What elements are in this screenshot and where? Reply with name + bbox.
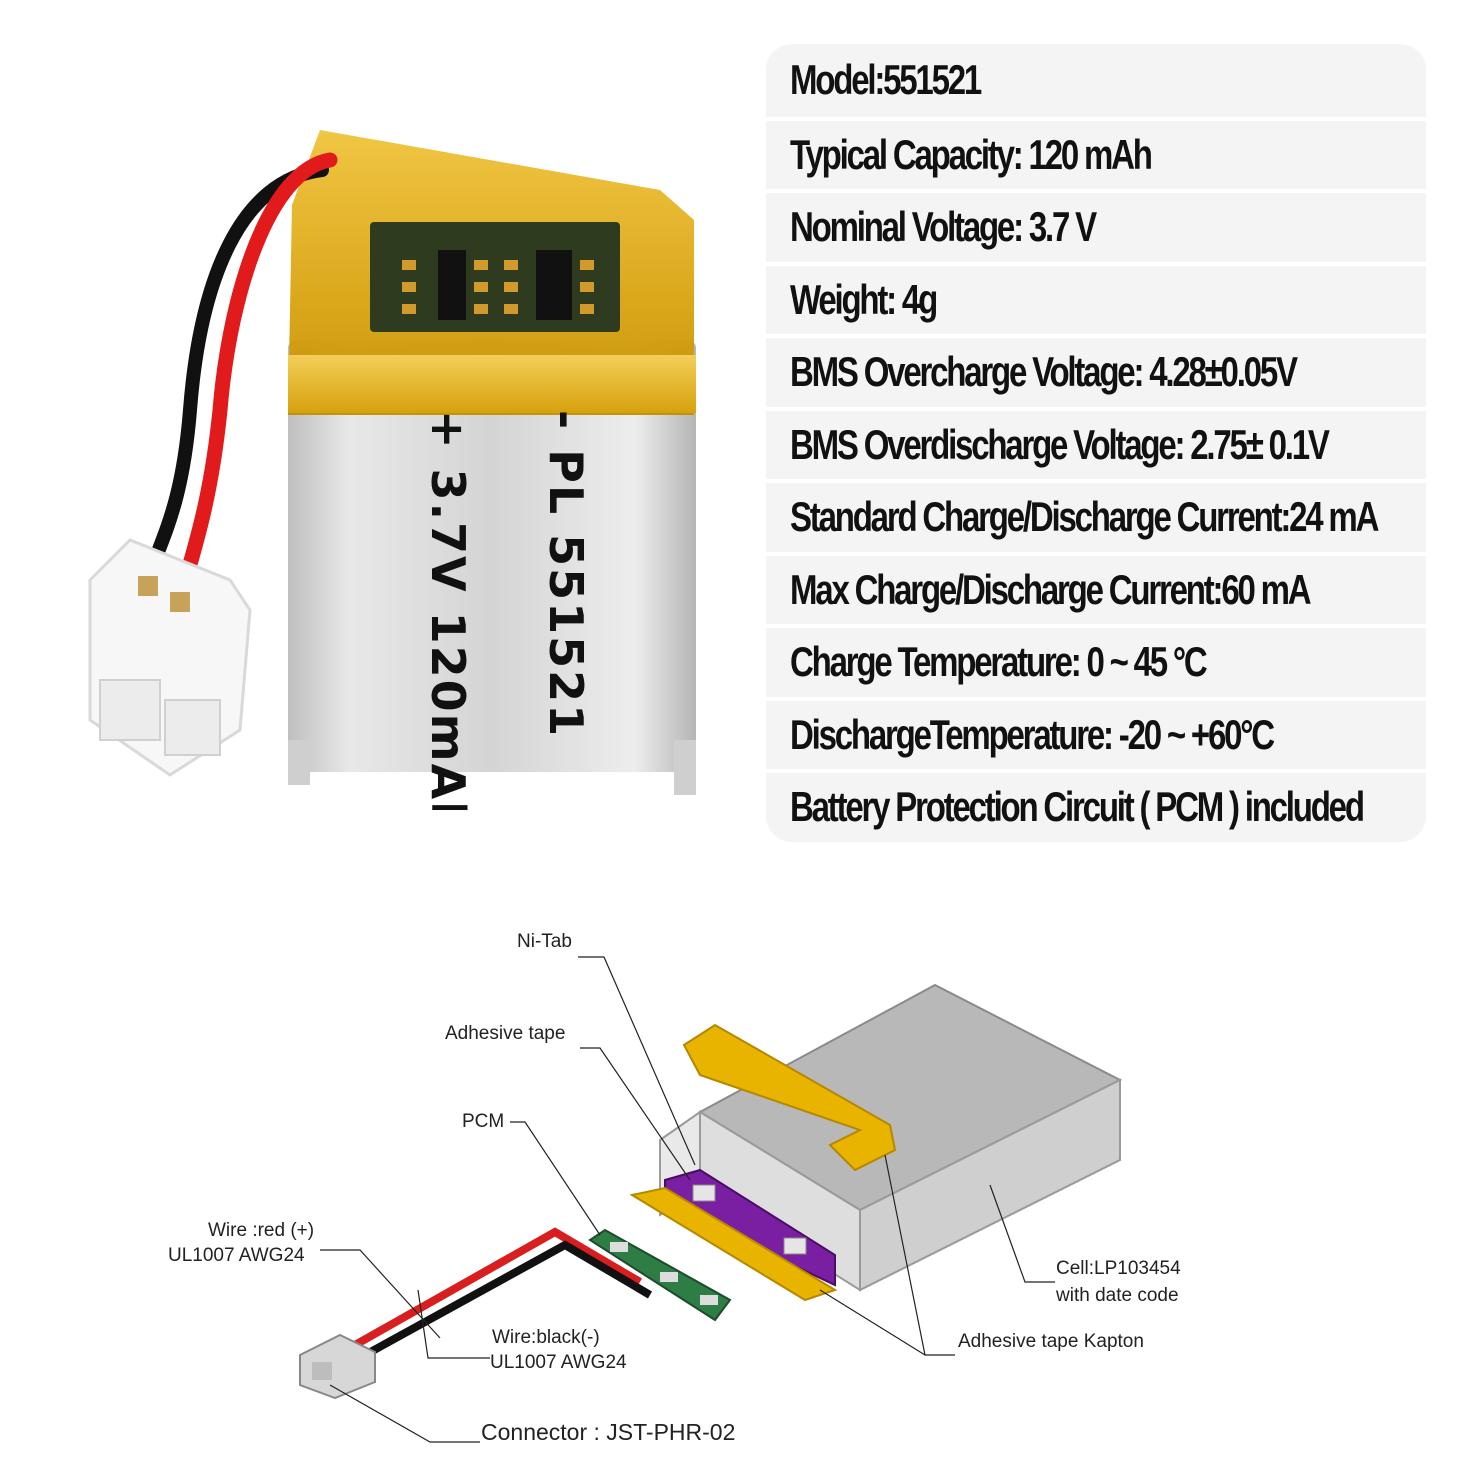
spec-row: DischargeTemperature: -20 ~ +60°C (766, 696, 1426, 770)
diagram-connector (299, 1333, 376, 1400)
spec-row: Max Charge/Discharge Current:60 mA (766, 551, 1426, 625)
label-wire-black-2: UL1007 AWG24 (490, 1352, 627, 1373)
spec-row: Weight: 4g (766, 261, 1426, 335)
spec-row: BMS Overcharge Voltage: 4.28±0.05V (766, 334, 1426, 407)
spec-row: Standard Charge/Discharge Current:24 mA (766, 479, 1426, 552)
spec-text: Battery Protection Circuit ( PCM ) inclu… (790, 783, 1365, 830)
label-cell-1: Cell:LP103454 (1056, 1258, 1181, 1279)
label-connector: Connector : JST-PHR-02 (481, 1419, 736, 1445)
red-wire (172, 152, 338, 608)
spec-row: Typical Capacity: 120 mAh (766, 116, 1426, 190)
exploded-diagram (299, 956, 1123, 1443)
spec-row: BMS Overdischarge Voltage: 2.75± 0.1V (766, 406, 1426, 480)
label-cell-2: with date code (1056, 1285, 1179, 1306)
spec-text: Max Charge/Discharge Current:60 mA (790, 566, 1312, 613)
label-wire-red-2: UL1007 AWG24 (168, 1245, 305, 1266)
adhesive-tape-strip (629, 1186, 838, 1302)
pcb-board (370, 222, 620, 332)
label-kapton: Adhesive tape Kapton (958, 1331, 1144, 1352)
label-ni-tab: Ni-Tab (517, 931, 572, 952)
diagram-red-wire (353, 1227, 643, 1349)
cell-print-line2: - PL 551521 (539, 410, 593, 738)
spec-text: Nominal Voltage: 3.7 V (790, 203, 1097, 250)
spec-text: Typical Capacity: 120 mAh (790, 131, 1153, 178)
spec-text: Weight: 4g (790, 276, 938, 323)
spec-text: Charge Temperature: 0 ~ 45 °C (790, 638, 1208, 685)
spec-text: BMS Overdischarge Voltage: 2.75± 0.1V (790, 421, 1330, 468)
spec-text: Standard Charge/Discharge Current:24 mA (790, 493, 1379, 540)
spec-text: DischargeTemperature: -20 ~ +60°C (790, 711, 1275, 758)
jst-connector (88, 538, 252, 777)
label-wire-red-1: Wire :red (+) (208, 1220, 315, 1241)
spec-row: Model:551521 (766, 44, 1426, 117)
spec-text: BMS Overcharge Voltage: 4.28±0.05V (790, 348, 1298, 395)
spec-row: Nominal Voltage: 3.7 V (766, 189, 1426, 262)
diagram-black-wire (363, 1240, 653, 1359)
battery-photo: + 3.7V 120mAh - PL 551521 (88, 130, 696, 810)
label-pcm: PCM (462, 1111, 505, 1132)
black-wire (141, 163, 329, 587)
label-wire-black-1: Wire:black(-) (492, 1327, 600, 1348)
spec-text: Model:551521 (790, 56, 982, 103)
cell-body (288, 340, 696, 772)
kapton-strip (682, 1023, 897, 1172)
spec-row: Battery Protection Circuit ( PCM ) inclu… (766, 769, 1426, 842)
label-adhesive-tape: Adhesive tape (445, 1023, 566, 1044)
spec-row: Charge Temperature: 0 ~ 45 °C (766, 624, 1426, 697)
cell-print-line1: + 3.7V 120mAh (421, 410, 475, 810)
